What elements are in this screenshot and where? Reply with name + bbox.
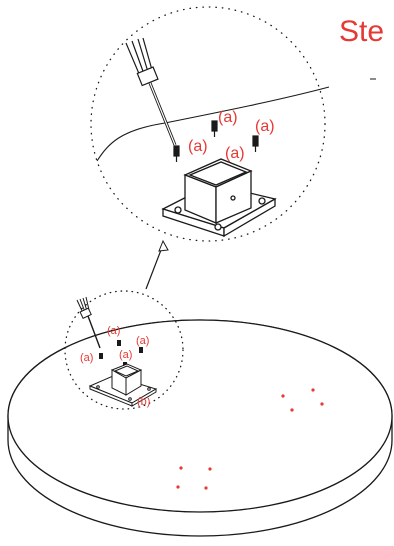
arrow-up-icon xyxy=(145,239,169,290)
step-title: Ste xyxy=(339,15,384,48)
overview-label-a: (a) xyxy=(119,349,132,361)
post-base-bracket-icon xyxy=(161,158,277,238)
round-tabletop-icon xyxy=(7,319,393,537)
post-base-bracket-icon xyxy=(88,363,158,407)
detail-label-a: (a) xyxy=(188,138,208,155)
detail-callout: (a) (a) (a) (a) xyxy=(90,6,330,242)
overview-label-a: (a) xyxy=(107,325,120,337)
detail-label-a: (a) xyxy=(225,145,245,162)
overview-label-b: (b) xyxy=(137,396,150,408)
overview-label-a: (a) xyxy=(80,352,93,364)
screwdriver-icon xyxy=(76,296,101,349)
screwdriver-icon xyxy=(125,37,177,146)
detail-label-a: (a) xyxy=(255,118,275,135)
overview-callout-circle xyxy=(64,290,184,410)
mounting-hole-markers xyxy=(176,388,324,490)
detail-label-a: (a) xyxy=(218,109,238,126)
overview-label-a: (a) xyxy=(136,335,149,347)
tabletop-edge-line xyxy=(96,86,330,162)
detail-callout-circle xyxy=(90,6,326,242)
